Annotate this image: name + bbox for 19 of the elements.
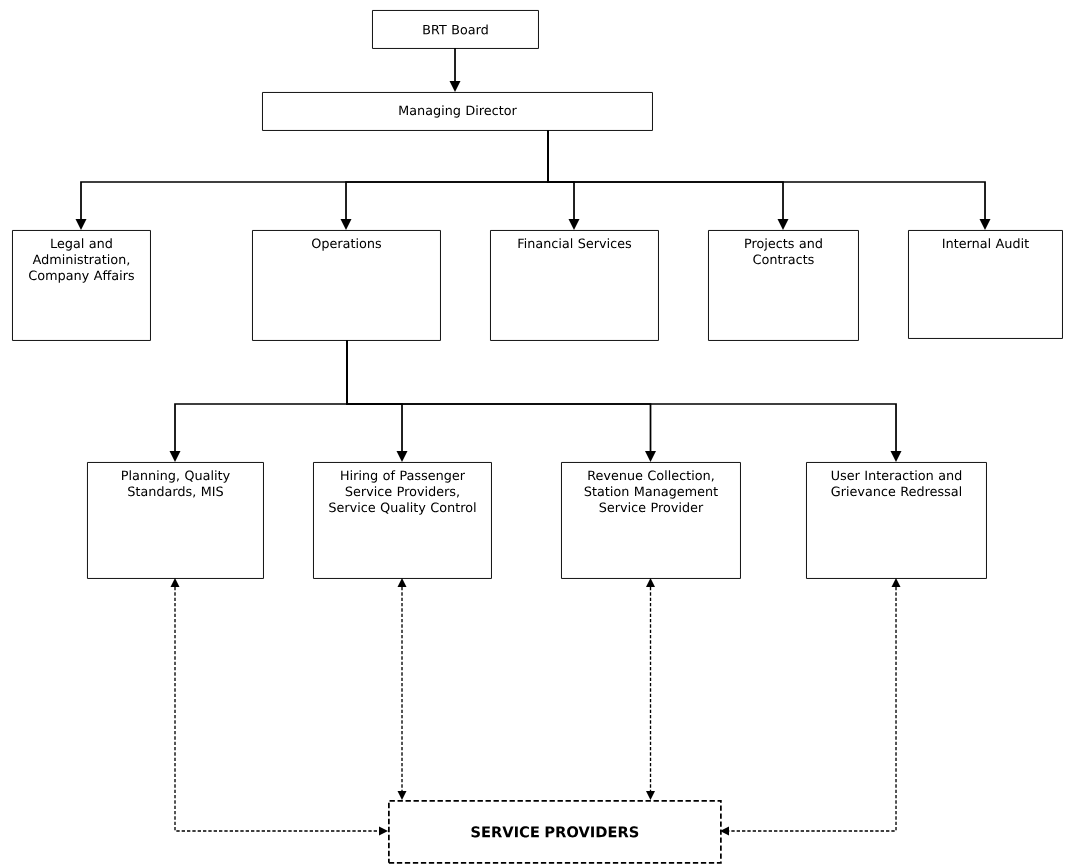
org-box: Legal and Administration, Company Affairs — [12, 230, 151, 341]
arrow — [720, 578, 901, 836]
org-box: Financial Services — [490, 230, 659, 341]
org-box: Operations — [252, 230, 441, 341]
org-box: Planning, Quality Standards, MIS — [87, 462, 264, 579]
arrow — [170, 578, 388, 836]
org-box: Revenue Collection, Station Management Service Provider — [561, 462, 741, 579]
arrow — [346, 339, 902, 462]
org-box: Hiring of Passenger Service Providers, Service Quality Control — [313, 462, 492, 579]
arrow — [646, 578, 655, 800]
org-box: User Interaction and Grievance Redressal — [806, 462, 987, 579]
org-box: Internal Audit — [908, 230, 1063, 339]
provider-box: SERVICE PROVIDERS — [388, 800, 722, 864]
org-box: Managing Director — [262, 92, 653, 131]
arrow — [397, 578, 407, 800]
org-box: Projects and Contracts — [708, 230, 859, 341]
arrow — [547, 129, 991, 230]
arrow — [449, 47, 461, 92]
org-box: BRT Board — [372, 10, 539, 49]
